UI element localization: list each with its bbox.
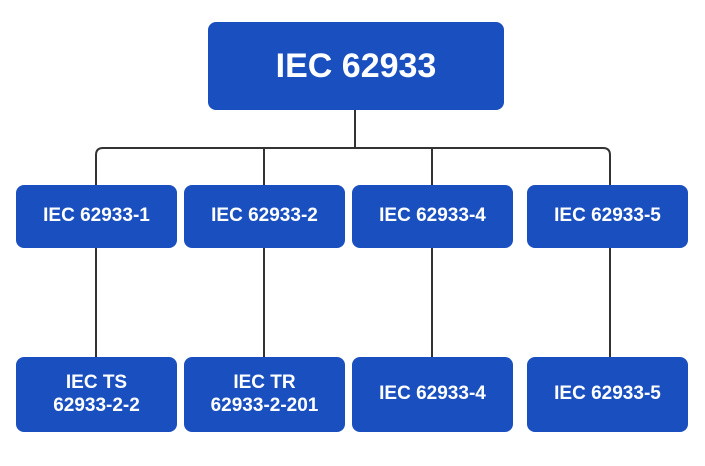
node-iec-62933-1: IEC 62933-1 [16, 185, 177, 248]
node-iec-62933-2: IEC 62933-2 [184, 185, 345, 248]
node-iec-62933-4-child: IEC 62933-4 [352, 357, 513, 432]
node-iec-ts-62933-2-2: IEC TS 62933-2-2 [16, 357, 177, 432]
node-iec-62933-4: IEC 62933-4 [352, 185, 513, 248]
node-iec-tr-62933-2-201: IEC TR 62933-2-201 [184, 357, 345, 432]
root-node: IEC 62933 [208, 22, 504, 110]
node-iec-62933-5: IEC 62933-5 [527, 185, 688, 248]
connector-bus [95, 147, 611, 186]
node-iec-62933-5-child: IEC 62933-5 [527, 357, 688, 432]
